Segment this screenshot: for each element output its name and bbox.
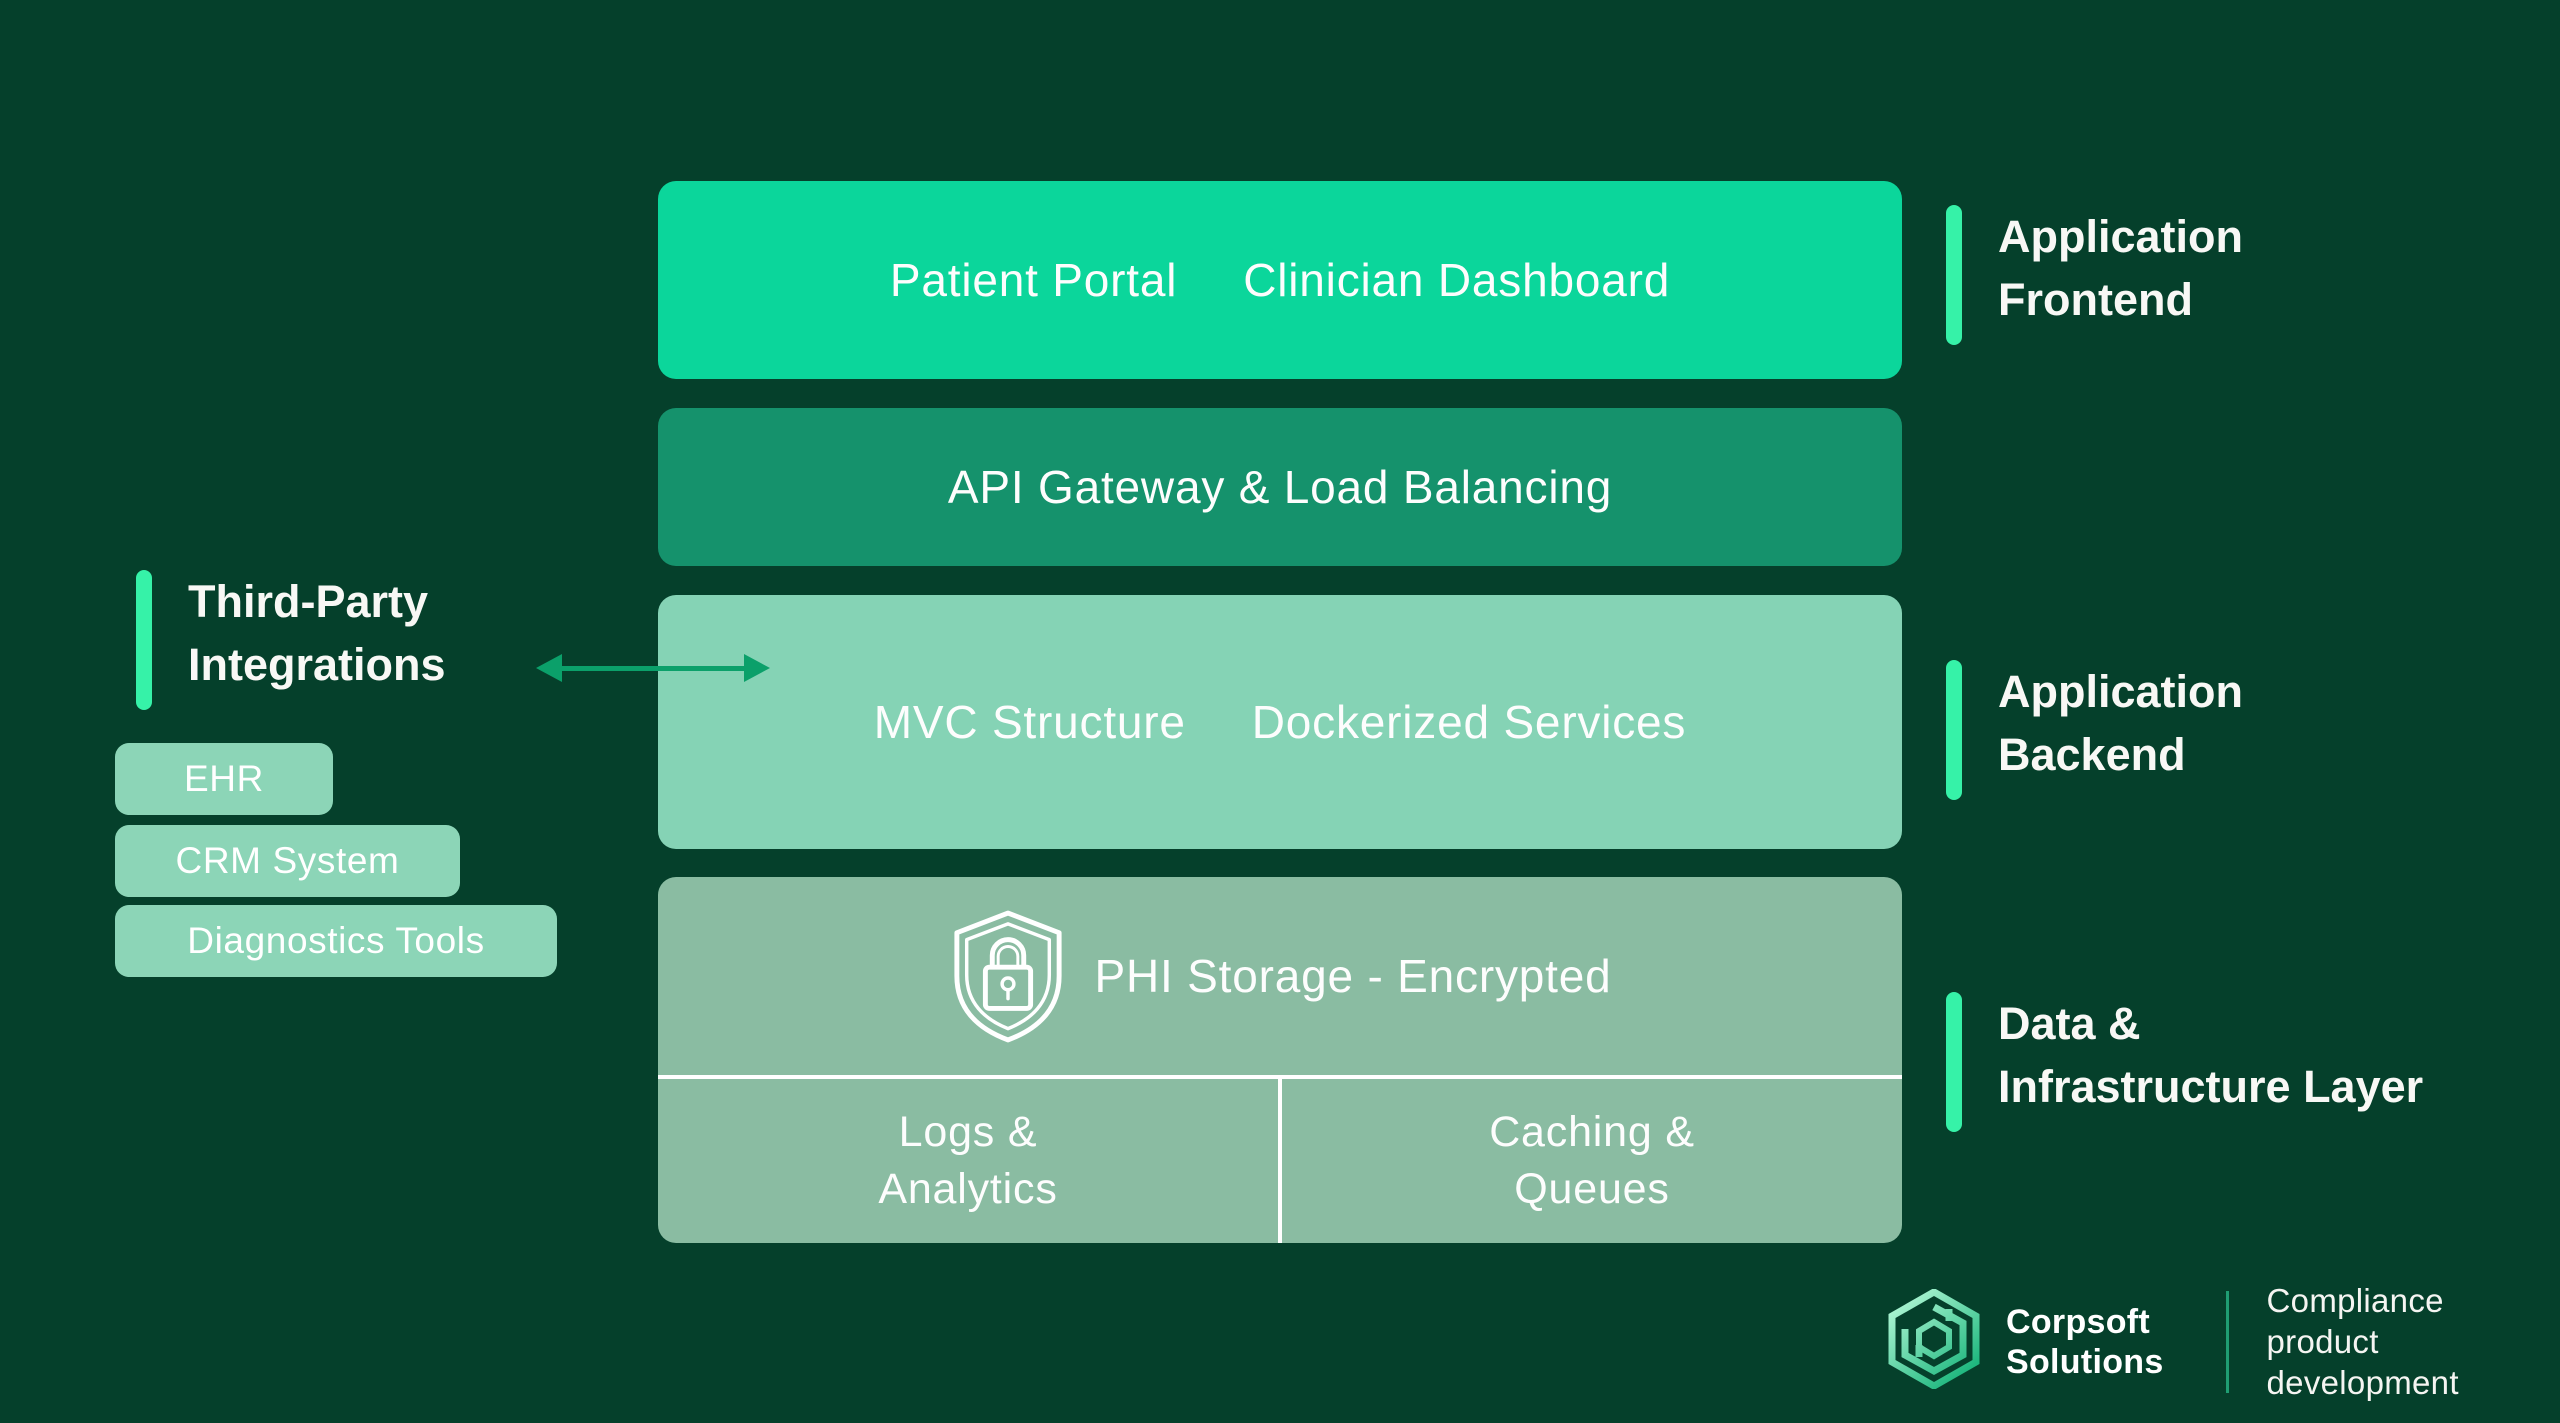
data-box-vertical-divider [1278, 1079, 1282, 1243]
data-box-horizontal-divider [658, 1075, 1902, 1079]
api-gateway-box: API Gateway & Load Balancing [658, 408, 1902, 566]
logs-analytics-cell: Logs & Analytics [658, 1079, 1278, 1243]
arrow-line [550, 666, 756, 671]
patient-portal-label: Patient Portal [889, 254, 1178, 306]
accent-bar [1946, 660, 1962, 800]
footer-brand: Corpsoft Solutions Compliance product de… [1888, 1280, 2560, 1403]
application-backend-label: Application Backend [1946, 660, 2243, 800]
accent-bar [1946, 205, 1962, 345]
brand-tagline: Compliance product development [2266, 1282, 2459, 1401]
application-frontend-text: Application Frontend [1998, 211, 2243, 325]
phi-storage-label: PHI Storage - Encrypted [1094, 950, 1612, 1002]
third-party-integrations-label: Third-Party Integrations [136, 570, 446, 710]
dockerized-services-label: Dockerized Services [1251, 696, 1687, 748]
accent-bar [1946, 992, 1962, 1132]
phi-storage-row: PHI Storage - Encrypted [658, 877, 1902, 1075]
data-layer-box: PHI Storage - Encrypted Logs & Analytics… [658, 877, 1902, 1243]
caching-queues-label: Caching & Queues [1489, 1108, 1695, 1213]
third-party-integrations-text: Third-Party Integrations [188, 576, 446, 690]
logs-analytics-label: Logs & Analytics [878, 1108, 1058, 1213]
data-box-cells: Logs & Analytics Caching & Queues [658, 1079, 1902, 1243]
chip-diagnostics-tools: Diagnostics Tools [115, 905, 557, 977]
accent-bar [136, 570, 152, 710]
mvc-structure-label: MVC Structure [873, 696, 1186, 748]
chip-ehr: EHR [115, 743, 333, 815]
arrow-right-head-icon [744, 654, 770, 682]
data-infrastructure-text: Data & Infrastructure Layer [1998, 998, 2424, 1112]
api-gateway-label: API Gateway & Load Balancing [947, 461, 1613, 513]
frontend-layer-box: Patient Portal Clinician Dashboard [658, 181, 1902, 379]
footer-divider [2225, 1290, 2229, 1393]
caching-queues-cell: Caching & Queues [1282, 1079, 1902, 1243]
integration-arrow [536, 650, 770, 686]
brand-name: Corpsoft Solutions [2006, 1302, 2164, 1381]
application-backend-text: Application Backend [1998, 666, 2243, 780]
application-frontend-label: Application Frontend [1946, 205, 2243, 345]
clinician-dashboard-label: Clinician Dashboard [1243, 254, 1671, 306]
corpsoft-hexagon-logo-icon [1888, 1287, 1980, 1394]
data-infrastructure-label: Data & Infrastructure Layer [1946, 992, 2423, 1132]
chip-crm-system: CRM System [115, 825, 460, 897]
shield-lock-icon [949, 907, 1067, 1045]
backend-layer-box: MVC Structure Dockerized Services [658, 595, 1902, 849]
